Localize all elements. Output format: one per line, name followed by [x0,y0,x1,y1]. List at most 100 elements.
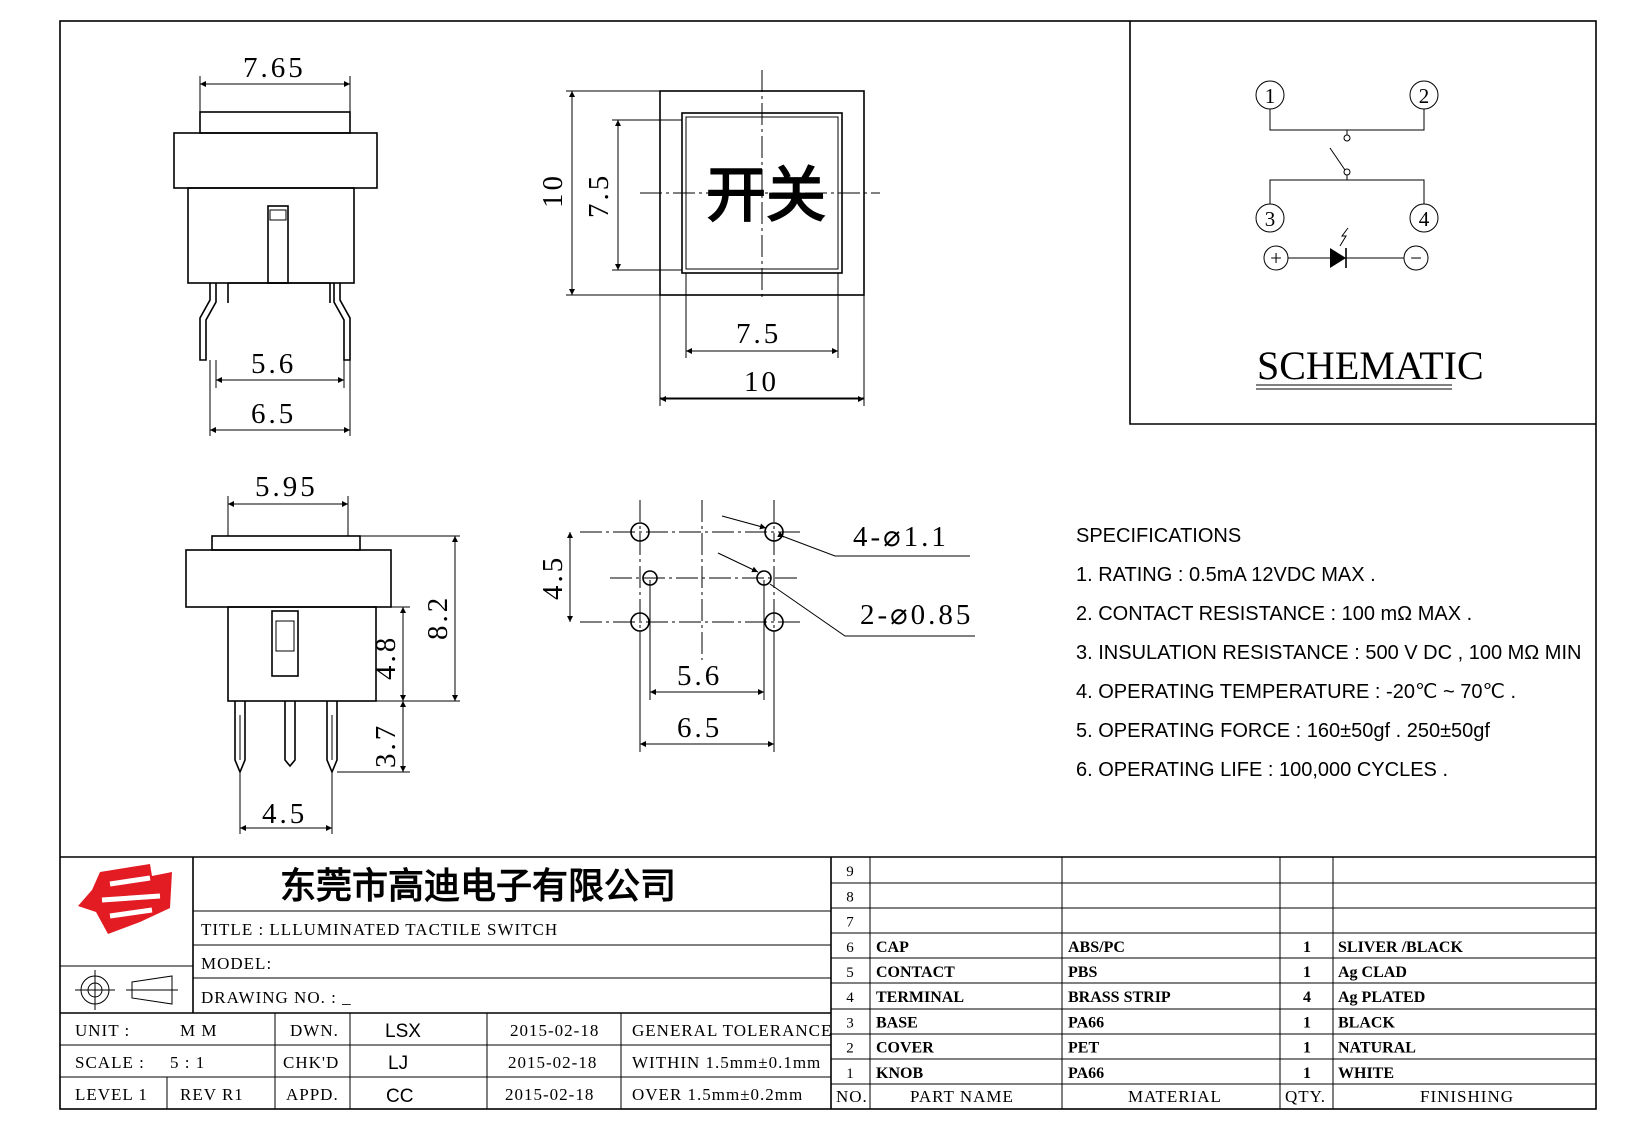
bom-cell-part: BASE [876,1014,918,1031]
dwn-label: DWN. [290,1021,339,1040]
pcb-footprint: 4.5 5.6 6.5 4-⌀1.1 2-⌀0.85 [537,500,975,752]
chk-date: 2015-02-18 [508,1053,597,1072]
dim-pin-inner: 5.6 [251,348,296,380]
model-field: MODEL: [201,954,272,973]
dim-inner-spacing: 5.6 [677,660,722,692]
led-diode-icon [1330,248,1346,268]
bom-cell-no: 2 [846,1041,854,1057]
bom-cell-part: CONTACT [876,964,955,981]
bom-cell-finish: NATURAL [1338,1040,1416,1057]
spec-item: 3. INSULATION RESISTANCE : 500 V DC , 10… [1076,642,1581,664]
spec-item: 5. OPERATING FORCE : 160±50gf . 250±50gf [1076,720,1490,742]
dim-outer-width: 10 [744,366,779,398]
bom-cell-no: 5 [846,965,854,981]
dim-top: 5.95 [255,471,318,503]
bom-cell-no: 6 [846,940,854,956]
bom-cell-qty: 1 [1303,1014,1311,1031]
hole-small-label: 2-⌀0.85 [860,599,973,631]
spec-item: 2. CONTACT RESISTANCE : 100 mΩ MAX . [1076,603,1472,625]
pin-2: 2 [1409,80,1439,110]
bom-cell-material: PA66 [1068,1014,1104,1031]
tolerance-header: GENERAL TOLERANCE [632,1021,832,1040]
unit-value: M M [180,1021,217,1040]
dim-vertical: 4.5 [537,555,569,600]
dim-width-top: 7.65 [243,52,306,84]
projection-symbol-icon [75,970,178,1010]
level: LEVEL 1 [75,1085,148,1104]
pin-3: 3 [1255,203,1285,233]
appd-label: APPD. [286,1085,339,1104]
bom-cell-no: 3 [846,1015,854,1031]
bom-cell-qty: 1 [1303,964,1311,981]
bom-header-qty: QTY. [1285,1087,1326,1106]
bom-cell-finish: BLACK [1338,1014,1395,1031]
spec-item: 1. RATING : 0.5mA 12VDC MAX . [1076,564,1376,586]
tolerance-within: WITHIN 1.5mm±0.1mm [632,1053,821,1072]
bom-cell-part: KNOB [876,1065,923,1082]
bom-cell-finish: WHITE [1338,1065,1394,1082]
hole-large-label: 4-⌀1.1 [853,521,949,553]
svg-text:4: 4 [1419,207,1430,231]
unit-label: UNIT : [75,1021,130,1040]
bom-cell-material: PET [1068,1040,1099,1057]
sheet-border [59,20,1597,1110]
dim-pin-length: 3.7 [370,723,402,768]
appd-name: CC [386,1086,413,1107]
bom-cell-material: ABS/PC [1068,939,1125,956]
title-block: 东莞市高迪电子有限公司 TITLE : LLLUMINATED TACTILE … [60,856,1596,1109]
dwn-date: 2015-02-18 [510,1021,599,1040]
dim-pin-outer: 6.5 [251,398,296,430]
drawing-number: DRAWING NO. : _ [201,988,352,1007]
bom-cell-material: BRASS STRIP [1068,989,1171,1006]
schematic-box: 1 2 3 4 + − SCHEMATIC [1129,21,1596,425]
dim-total-height: 8.2 [422,595,454,640]
bom-cell-qty: 1 [1303,939,1311,956]
bom-cell-part: COVER [876,1040,934,1057]
front-view: 7.65 5.6 6.5 [173,52,378,436]
pin-1: 1 [1255,80,1285,110]
svg-text:2: 2 [1419,84,1430,108]
bom-cell-qty: 4 [1303,989,1311,1006]
drawing-title: TITLE : LLLUMINATED TACTILE SWITCH [201,920,558,939]
company-logo [78,864,172,934]
dim-body-height: 4.8 [370,635,402,680]
hole-large-icon [630,522,650,542]
side-view: 5.95 8.2 4.8 3.7 4.5 [185,471,460,834]
bom-cell-no: 9 [846,864,854,880]
revision: REV R1 [180,1085,244,1104]
bom-cell-qty: 1 [1303,1065,1311,1082]
chk-name: LJ [388,1053,408,1074]
bom-header-no: NO. [836,1087,868,1106]
bom-cell-qty: 1 [1303,1040,1311,1057]
dwn-name: LSX [385,1021,421,1042]
bom-cell-no: 4 [846,990,854,1006]
bom-cell-material: PA66 [1068,1065,1104,1082]
pin-4: 4 [1409,203,1439,233]
appd-date: 2015-02-18 [505,1085,594,1104]
scale-value: 5 : 1 [170,1053,205,1072]
bom-table [831,857,1596,1109]
specifications: SPECIFICATIONS 1. RATING : 0.5mA 12VDC M… [1076,525,1581,781]
dim-outer-spacing: 6.5 [677,712,722,744]
bom-header-finishing: FINISHING [1420,1087,1514,1106]
bom-cell-material: PBS [1068,964,1097,981]
bom-cell-finish: Ag CLAD [1338,964,1407,981]
bom-cell-part: CAP [876,939,909,956]
dim-inner-height: 7.5 [583,173,615,218]
cap-top-view: 开关 10 7.5 7.5 10 [537,70,880,406]
dim-pin-spacing: 4.5 [262,798,307,830]
schematic-title: SCHEMATIC [1257,343,1484,388]
dim-outer-height: 10 [537,173,569,208]
bom-cell-finish: Ag PLATED [1338,989,1425,1006]
dim-inner-width: 7.5 [736,318,781,350]
cap-label: 开关 [706,161,826,231]
svg-text:1: 1 [1265,84,1276,108]
company-name: 东莞市高迪电子有限公司 [280,866,676,907]
spec-item: 6. OPERATING LIFE : 100,000 CYCLES . [1076,759,1448,781]
bom-cell-part: TERMINAL [876,989,964,1006]
bom-cell-no: 7 [846,915,854,931]
svg-text:−: − [1410,246,1422,270]
bom-header-material: MATERIAL [1128,1087,1222,1106]
